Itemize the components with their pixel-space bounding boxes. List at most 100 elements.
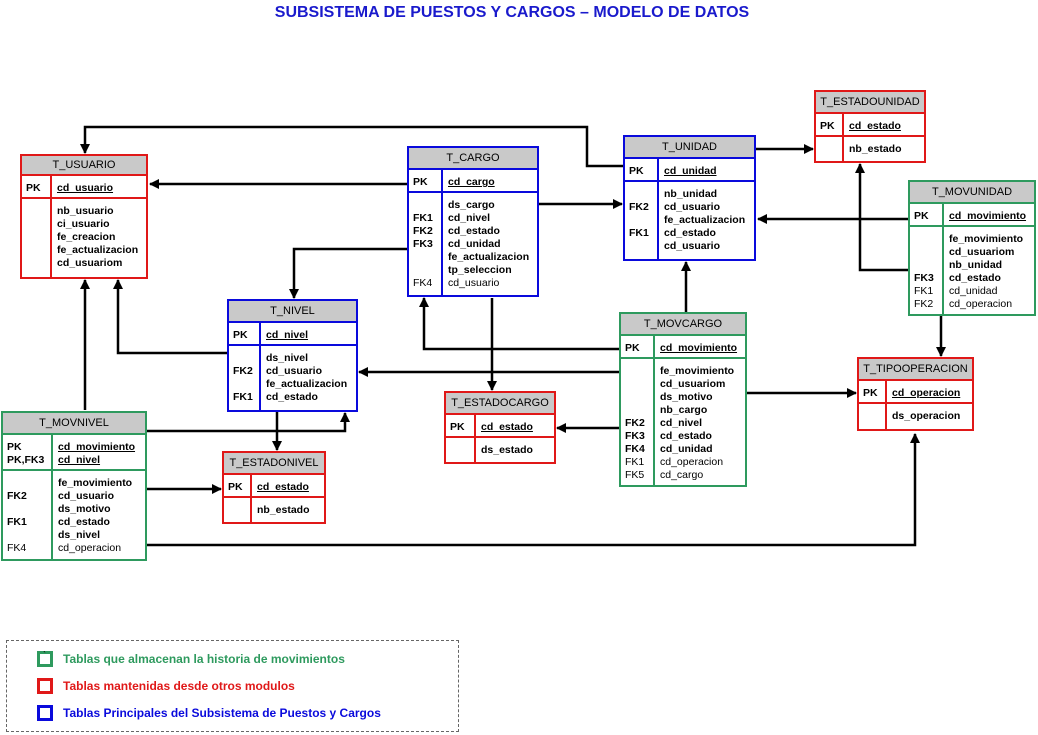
- pk-key: PK: [413, 176, 428, 188]
- field-ds-nivel: ds_nivel: [266, 352, 309, 364]
- field-fe-movimiento: fe_movimiento: [949, 233, 1024, 245]
- key-column: [625, 159, 659, 259]
- field-cd-usuariom: cd_usuariom: [660, 378, 726, 390]
- field-cd-unidad: cd_unidad: [660, 443, 713, 455]
- pk-separator: [859, 402, 972, 404]
- pk-separator: [224, 496, 324, 498]
- pk-key: PK: [26, 182, 41, 194]
- field-cd-unidad: cd_unidad: [949, 285, 998, 297]
- rel-nivel-usuario: [113, 279, 228, 355]
- field-fe-actualizacion: fe_actualizacion: [448, 251, 530, 263]
- pk-key: PK: [7, 441, 22, 453]
- legend-history-swatch: `: [37, 650, 53, 667]
- field-nb-estado: nb_estado: [257, 504, 310, 516]
- pk-field: cd_nivel: [266, 329, 309, 341]
- key-column: [229, 323, 261, 410]
- fk-key: FK3: [914, 272, 934, 284]
- field-cd-usuario: cd_usuario: [58, 490, 115, 502]
- table-header: T_TIPOOPERACION: [859, 359, 972, 381]
- table-header: T_MOVCARGO: [621, 314, 745, 336]
- field-cd-estado: cd_estado: [266, 391, 318, 403]
- pk-separator: [910, 225, 1034, 227]
- pk-field: cd_movimiento: [660, 342, 738, 354]
- rel-movunidad-estadounidad: [855, 163, 909, 272]
- pk-field: cd_usuario: [57, 182, 114, 194]
- field-fe-creacion: fe_creacion: [57, 231, 116, 243]
- table-header: T_ESTADOUNIDAD: [816, 92, 924, 114]
- pk-key: PK: [450, 421, 465, 433]
- table-header: T_MOVUNIDAD: [910, 182, 1034, 204]
- legend-history-label: Tablas que almacenan la historia de movi…: [63, 652, 345, 666]
- fk-key: FK4: [7, 542, 27, 554]
- legend-main-swatch: [37, 705, 53, 721]
- field-cd-nivel: cd_nivel: [448, 212, 491, 224]
- legend-external-label: Tablas mantenidas desde otros modulos: [63, 679, 295, 693]
- key-column: [22, 176, 52, 277]
- pk-field: cd_unidad: [664, 165, 717, 177]
- pk-field: cd_movimiento: [949, 210, 1027, 222]
- rel-unidad-usuario: [80, 125, 624, 168]
- pk-field: cd_movimiento: [58, 441, 136, 453]
- field-cd-estado: cd_estado: [660, 430, 712, 442]
- legend-main-label: Tablas Principales del Subsistema de Pue…: [63, 706, 381, 720]
- diagram-title: SUBSISTEMA DE PUESTOS Y CARGOS – MODELO …: [274, 4, 750, 21]
- pk-separator: [22, 197, 146, 199]
- field-cd-operacion: cd_operacion: [58, 542, 122, 554]
- fk-key: FK2: [233, 365, 253, 377]
- field-fe-actualizacion: fe_actualizacion: [266, 378, 348, 390]
- pk-separator: [3, 469, 145, 471]
- key-column: [859, 381, 887, 429]
- fk-key: FK3: [625, 430, 645, 442]
- pk-key: PK: [228, 481, 243, 493]
- field-fe-actualizacion: fe_actualizacion: [664, 214, 746, 226]
- field-cd-usuario: cd_usuario: [266, 365, 323, 377]
- field-nb-usuario: nb_usuario: [57, 205, 114, 217]
- table-header: T_ESTADOCARGO: [446, 393, 554, 415]
- field-ds-operacion: ds_operacion: [892, 410, 961, 422]
- key-column: [446, 415, 476, 462]
- field-nb-cargo: nb_cargo: [660, 404, 708, 416]
- legend: ` Tablas que almacenan la historia de mo…: [6, 640, 459, 732]
- field-cd-cargo: cd_cargo: [660, 469, 704, 481]
- field-cd-usuario: cd_usuario: [664, 201, 721, 213]
- fk-key: FK1: [233, 391, 253, 403]
- field-cd-operacion: cd_operacion: [660, 456, 724, 468]
- pk-separator: [625, 180, 754, 182]
- field-cd-operacion: cd_operacion: [949, 298, 1013, 310]
- field-ds-cargo: ds_cargo: [448, 199, 495, 211]
- pk-field: cd_nivel: [58, 454, 101, 466]
- fk-key: FK2: [914, 298, 934, 310]
- pk-field: cd_estado: [849, 120, 901, 132]
- pk-separator: [816, 135, 924, 137]
- field-ci-usuario: ci_usuario: [57, 218, 110, 230]
- pk-field: cd_operacion: [892, 387, 961, 399]
- field-ds-estado: ds_estado: [481, 444, 533, 456]
- fk-key: FK1: [629, 227, 649, 239]
- pk-key: PK,FK3: [7, 454, 45, 466]
- field-cd-usuario: cd_usuario: [448, 277, 500, 289]
- fk-key: FK1: [413, 212, 433, 224]
- pk-separator: [229, 344, 356, 346]
- pk-key: PK: [233, 329, 248, 341]
- pk-key: PK: [914, 210, 929, 222]
- fk-key: FK4: [413, 277, 433, 289]
- fk-key: FK2: [413, 225, 433, 237]
- field-cd-usuario: cd_usuario: [664, 240, 721, 252]
- fk-key: FK2: [7, 490, 27, 502]
- table-t-estadocargo[interactable]: T_ESTADOCARGO PK cd_estado ds_estado: [444, 391, 556, 464]
- pk-field: cd_estado: [481, 421, 533, 433]
- table-header: T_ESTADONIVEL: [224, 453, 324, 475]
- field-cd-unidad: cd_unidad: [448, 238, 501, 250]
- key-column: [816, 114, 844, 161]
- table-header: T_MOVNIVEL: [3, 413, 145, 435]
